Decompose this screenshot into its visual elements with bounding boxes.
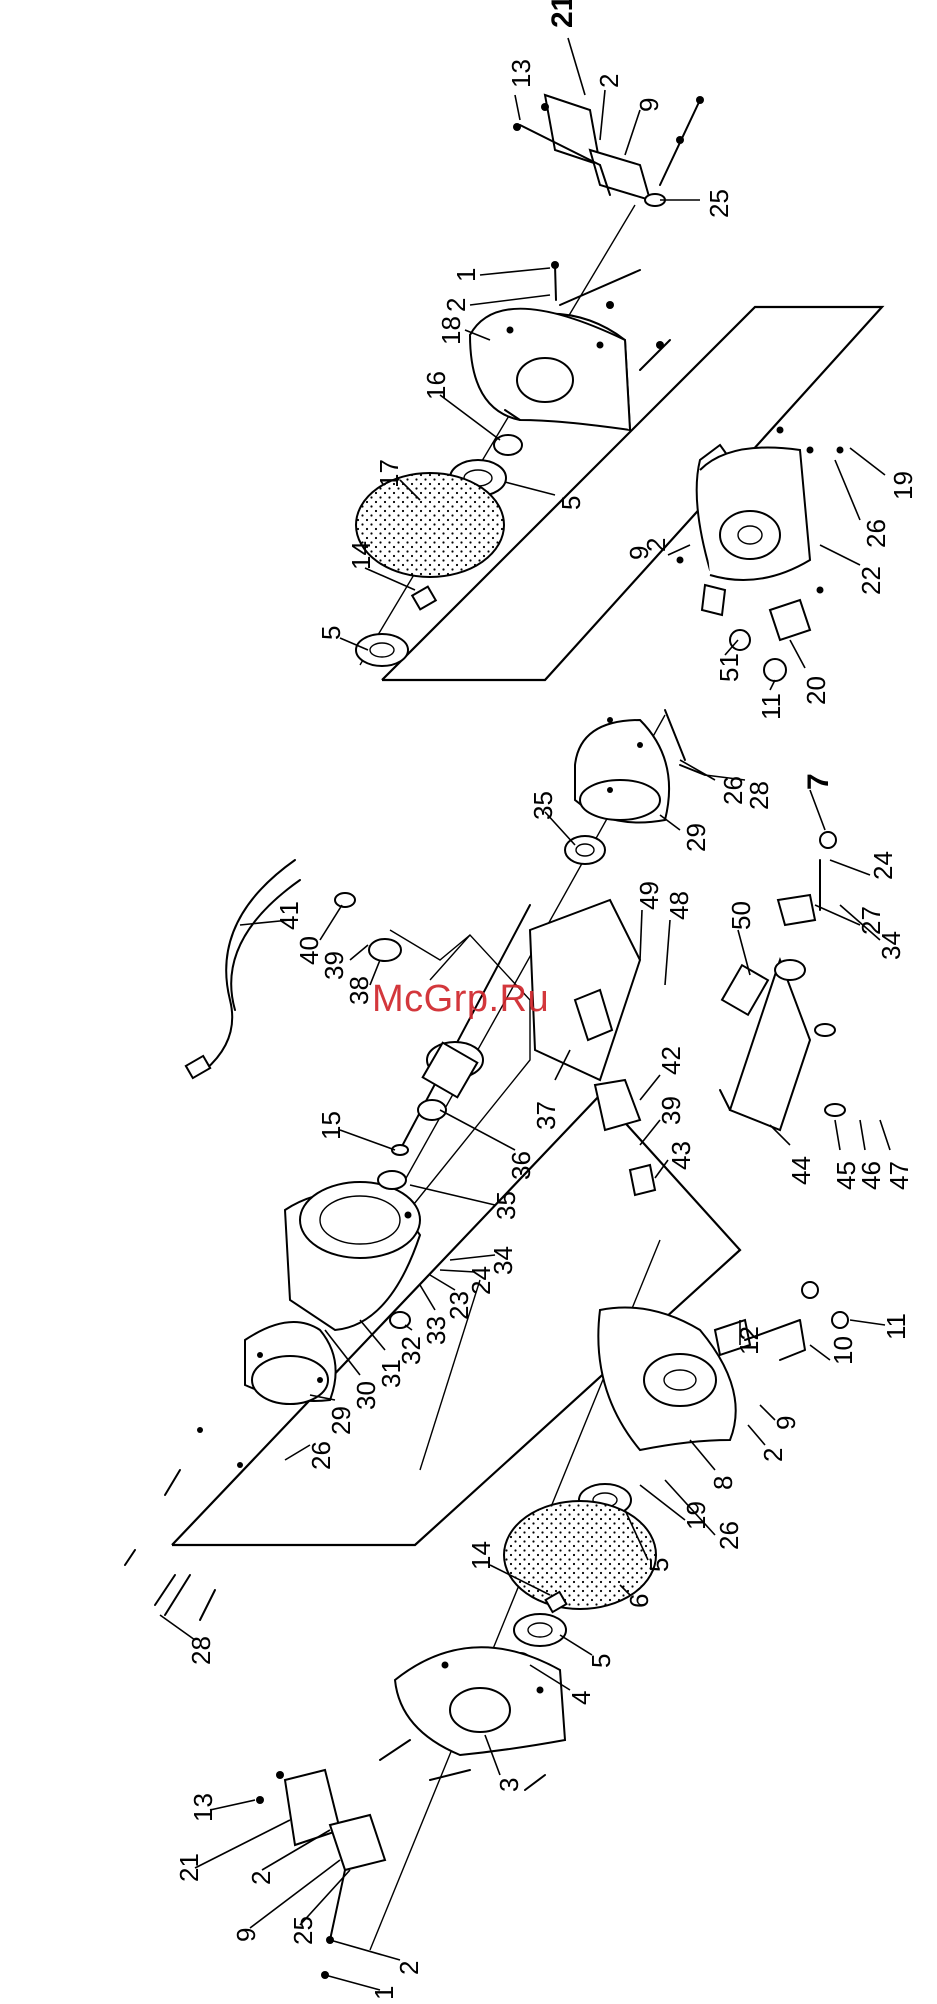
- callout-21-top: 21: [546, 0, 579, 28]
- callout-17: 17: [374, 459, 404, 488]
- callout-24-base: 24: [868, 851, 898, 880]
- callout-2-bottom-a: 2: [246, 1871, 276, 1885]
- callout-50: 50: [726, 901, 756, 930]
- callout-2-left-guard: 2: [758, 1448, 788, 1462]
- callout-28-right: 28: [744, 781, 774, 810]
- callout-36: 36: [506, 1151, 536, 1180]
- callout-9-top: 9: [634, 98, 664, 112]
- callout-48: 48: [664, 891, 694, 920]
- callout-14-right: 14: [346, 541, 376, 570]
- callout-2-right-guard: 2: [641, 538, 671, 552]
- callout-2-bottom-b: 2: [394, 1961, 424, 1975]
- callout-11-left: 11: [881, 1313, 911, 1340]
- left-wheel-stack: [504, 1484, 656, 1667]
- callout-35-left: 35: [491, 1191, 521, 1220]
- callout-24-motor: 24: [466, 1266, 496, 1295]
- callout-26-left-guard: 26: [714, 1521, 744, 1550]
- switch-housing: [530, 900, 655, 1195]
- callout-29-right: 29: [681, 823, 711, 852]
- callout-10: 10: [828, 1336, 858, 1365]
- callout-7: 7: [802, 773, 835, 790]
- loose-bolts-left: [125, 1427, 243, 1620]
- callout-37: 37: [531, 1101, 561, 1130]
- callout-9-bottom: 9: [231, 1928, 261, 1942]
- callout-23: 23: [444, 1291, 474, 1320]
- callout-49: 49: [634, 881, 664, 910]
- callout-29-left: 29: [326, 1406, 356, 1435]
- callout-27: 27: [856, 906, 886, 935]
- callout-46: 46: [856, 1161, 886, 1190]
- callout-2-top: 2: [594, 74, 624, 88]
- callout-51: 51: [714, 653, 744, 682]
- callout-39-switch: 39: [656, 1096, 686, 1125]
- callout-26-right: 26: [861, 519, 891, 548]
- callout-6: 6: [624, 1594, 654, 1608]
- callout-13-top: 13: [506, 59, 536, 88]
- callout-2-right: 2: [441, 298, 471, 312]
- callout-44: 44: [786, 1156, 816, 1185]
- callout-42: 42: [656, 1046, 686, 1075]
- callout-25-bottom: 25: [288, 1916, 318, 1945]
- callout-34-base: 34: [876, 931, 906, 960]
- callout-13-bottom: 13: [188, 1793, 218, 1822]
- callout-11-right: 11: [756, 693, 786, 720]
- callout-9-left-guard: 9: [771, 1416, 801, 1430]
- left-lower-guard: [598, 1282, 848, 1450]
- callout-38: 38: [344, 976, 374, 1005]
- right-lower-guard: [677, 427, 844, 682]
- callout-15: 15: [316, 1111, 346, 1140]
- callout-19-right: 19: [888, 471, 918, 500]
- callout-16: 16: [421, 371, 451, 400]
- callout-28-left: 28: [186, 1636, 216, 1665]
- top-eye-shield: [513, 95, 704, 206]
- callout-5-left-lower: 5: [586, 1654, 616, 1668]
- callout-20: 20: [801, 676, 831, 705]
- callout-39-cord: 39: [319, 951, 349, 980]
- callout-21-bottom: 21: [174, 1853, 204, 1882]
- callout-25-top: 25: [704, 189, 734, 218]
- callout-12: 12: [734, 1326, 764, 1355]
- right-upper-guard: [470, 261, 670, 430]
- watermark-text: McGrp.Ru: [372, 978, 549, 1021]
- callout-35-right: 35: [528, 791, 558, 820]
- callout-18: 18: [436, 316, 466, 345]
- base-plate: [720, 832, 845, 1130]
- callout-22: 22: [856, 566, 886, 595]
- callout-1-right: 1: [451, 268, 481, 282]
- callout-41: 41: [274, 901, 304, 930]
- power-cord: [186, 860, 401, 1078]
- callout-26-left: 26: [306, 1441, 336, 1470]
- callout-8: 8: [708, 1476, 738, 1490]
- callout-30: 30: [351, 1381, 381, 1410]
- callout-47: 47: [884, 1161, 914, 1190]
- callout-5-right-upper: 5: [556, 496, 586, 510]
- cord-link-line: [390, 930, 470, 960]
- callout-43: 43: [666, 1141, 696, 1170]
- callout-3: 3: [494, 1778, 524, 1792]
- callout-4: 4: [566, 1691, 596, 1705]
